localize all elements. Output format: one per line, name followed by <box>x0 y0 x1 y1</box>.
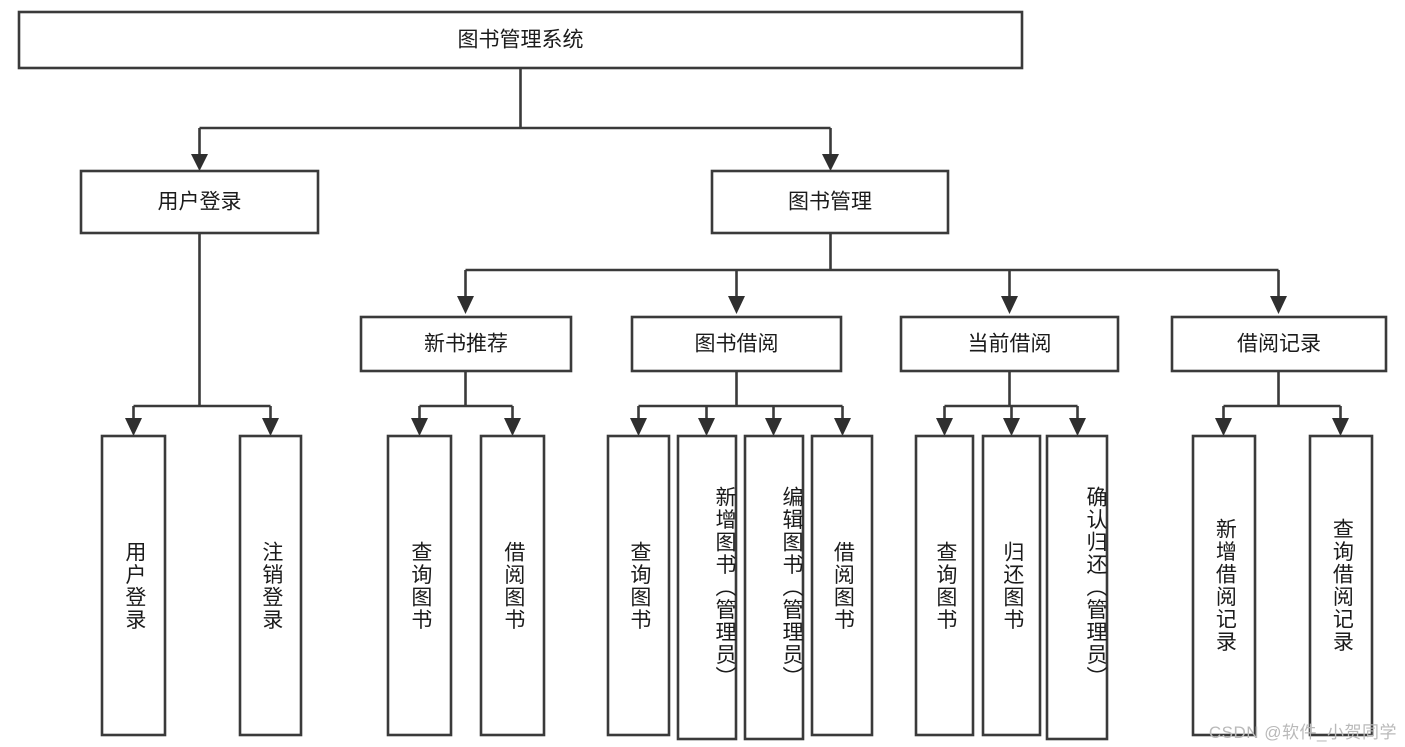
leaf-box-user-login[interactable] <box>100 434 167 737</box>
node-root[interactable] <box>17 10 1024 70</box>
arrow-head-br-leaf-1 <box>1215 418 1232 436</box>
leaf-box-logout[interactable] <box>238 434 303 737</box>
arrow-head-cb-leaf-1 <box>936 418 953 436</box>
node-new-book-recommend-label: 新书推荐 <box>424 333 508 356</box>
arrow-head-new-book <box>457 296 474 314</box>
connector-group-borrow-record-to-leaves <box>1215 371 1349 436</box>
leaf-box-bb-query-book[interactable] <box>606 434 671 737</box>
node-root-label: 图书管理系统 <box>458 29 584 52</box>
arrow-head-nb-leaf-1 <box>411 418 428 436</box>
arrow-head-leaf-user-login <box>125 418 142 436</box>
connector-group-new-book-to-leaves <box>411 371 521 436</box>
leaf-box-cb-return-book[interactable] <box>981 434 1042 737</box>
leaf-box-bb-edit-book[interactable] <box>743 434 805 741</box>
leaf-box-nb-borrow-book[interactable] <box>479 434 546 737</box>
leaf-box-cb-confirm-return[interactable] <box>1045 434 1109 741</box>
connector-group-user-login-to-leaves <box>125 233 279 436</box>
node-user-login-label: 用户登录 <box>158 191 242 214</box>
arrow-head-borrow-record <box>1270 296 1287 314</box>
node-new-book-recommend[interactable] <box>359 315 573 373</box>
leaf-box-br-add-record[interactable] <box>1191 434 1257 737</box>
node-book-borrow[interactable] <box>630 315 843 373</box>
arrow-head-cb-leaf-2 <box>1003 418 1020 436</box>
csdn-watermark: CSDN @软件_小贺同学 <box>1208 723 1397 742</box>
connector-group-book-manage-to-level3 <box>457 233 1287 314</box>
node-current-borrow-label: 当前借阅 <box>968 333 1052 356</box>
arrow-head-br-leaf-2 <box>1332 418 1349 436</box>
node-book-manage[interactable] <box>710 169 950 235</box>
node-current-borrow[interactable] <box>899 315 1120 373</box>
leaf-box-bb-add-book[interactable] <box>676 434 738 741</box>
node-user-login[interactable] <box>79 169 320 235</box>
arrow-head-bb-leaf-2 <box>698 418 715 436</box>
arrow-head-bb-leaf-1 <box>630 418 647 436</box>
arrow-head-current-borrow <box>1001 296 1018 314</box>
arrow-head-cb-leaf-3 <box>1069 418 1086 436</box>
arrow-head-book-borrow <box>728 296 745 314</box>
connector-group-root-to-level2 <box>191 68 839 171</box>
leaf-box-bb-borrow-book[interactable] <box>810 434 874 737</box>
node-borrow-record-label: 借阅记录 <box>1237 333 1321 356</box>
connector-group-current-borrow-to-leaves <box>936 371 1086 436</box>
arrow-head-book-manage <box>822 154 839 171</box>
node-book-manage-label: 图书管理 <box>788 191 872 214</box>
arrow-head-bb-leaf-3 <box>765 418 782 436</box>
arrow-head-leaf-logout <box>262 418 279 436</box>
arrow-head-user-login <box>191 154 208 171</box>
node-book-borrow-label: 图书借阅 <box>695 333 779 356</box>
leaf-box-cb-query-book[interactable] <box>914 434 975 737</box>
leaf-box-br-query-record[interactable] <box>1308 434 1374 737</box>
arrow-head-nb-leaf-2 <box>504 418 521 436</box>
node-borrow-record[interactable] <box>1170 315 1388 373</box>
leaf-box-nb-query-book[interactable] <box>386 434 453 737</box>
connector-group-book-borrow-to-leaves <box>630 371 851 436</box>
arrow-head-bb-leaf-4 <box>834 418 851 436</box>
